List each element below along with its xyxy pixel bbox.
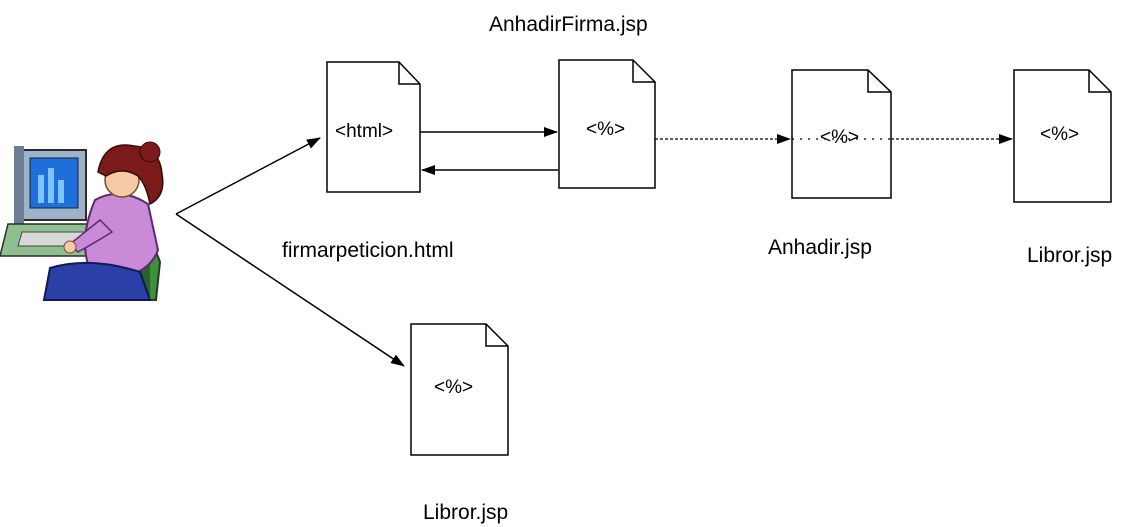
doc-libror-bottom: <%>	[410, 323, 509, 456]
arrow-user-to-html	[175, 137, 321, 215]
doc-libror-right: <%>	[1013, 69, 1112, 203]
doc-libror-right-text: <%>	[1040, 124, 1079, 145]
label-anhadirfirma: AnhadirFirma.jsp	[489, 13, 648, 36]
doc-html-text: <html>	[335, 121, 393, 142]
user-at-computer-icon	[0, 141, 164, 301]
label-firmarpeticion: firmarpeticion.html	[282, 239, 454, 262]
arrow-user-to-libror-bottom	[175, 213, 405, 367]
label-anhadir: Anhadir.jsp	[768, 236, 872, 259]
doc-anhadir-text: <%>	[820, 127, 859, 148]
doc-firmarpeticion: <html>	[326, 61, 421, 193]
label-libror-bottom: Libror.jsp	[423, 501, 508, 524]
doc-libror-bottom-text: <%>	[434, 377, 473, 398]
doc-anhadirfirma: <%>	[558, 59, 656, 189]
doc-anhadirfirma-text: <%>	[586, 119, 625, 140]
label-libror-right: Libror.jsp	[1027, 244, 1112, 267]
doc-anhadir: <%>	[791, 69, 892, 199]
